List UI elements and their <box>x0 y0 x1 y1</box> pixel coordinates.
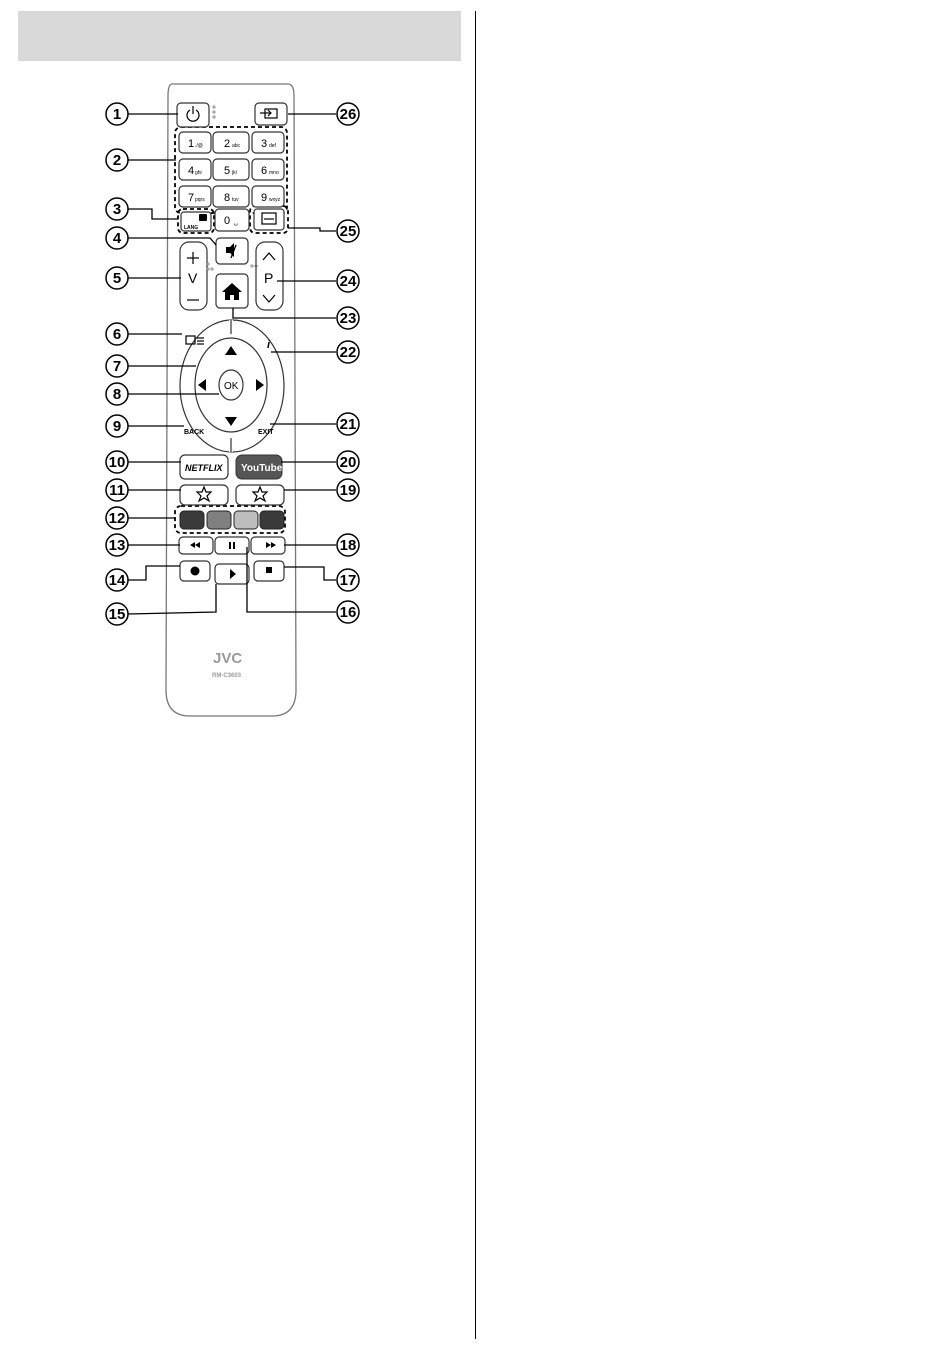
callout-12: 12 <box>106 507 128 529</box>
svg-text:9: 9 <box>113 418 121 435</box>
letters-label: mno <box>269 170 279 176</box>
callout-9: 9 <box>106 415 128 437</box>
callout-2: 2 <box>106 149 128 171</box>
letters-label: def <box>269 143 277 149</box>
callout-23: 23 <box>337 307 359 329</box>
key-0[interactable] <box>215 209 249 231</box>
callout-17: 17 <box>337 569 359 591</box>
key-8[interactable] <box>213 186 249 207</box>
svg-text:18: 18 <box>340 537 357 554</box>
key-5[interactable] <box>213 159 249 180</box>
digit-label: 1 <box>188 138 194 150</box>
svg-text:14: 14 <box>109 572 126 589</box>
svg-text:17: 17 <box>340 572 357 589</box>
digit-label: 5 <box>224 165 230 177</box>
letters-label: jkl <box>231 170 237 176</box>
letters-label: tuv <box>232 197 239 203</box>
digit-label: 0 <box>224 215 230 227</box>
svg-text:12: 12 <box>109 510 126 527</box>
pause-icon <box>229 542 231 549</box>
letters-label: ./@ <box>195 143 203 149</box>
svg-text:24: 24 <box>340 273 357 290</box>
callout-11: 11 <box>106 479 128 501</box>
svg-text:1: 1 <box>113 106 121 123</box>
callout-22: 22 <box>337 341 359 363</box>
svg-text:26: 26 <box>340 106 357 123</box>
stop-icon <box>266 567 272 573</box>
record-icon <box>191 567 200 576</box>
callout-21: 21 <box>337 413 359 435</box>
svg-text:23: 23 <box>340 310 357 327</box>
key-2[interactable] <box>213 132 249 153</box>
digit-label: 9 <box>261 192 267 204</box>
callout-1: 1 <box>106 103 128 125</box>
letters-label: abc <box>232 143 241 149</box>
netflix-label: NETFLIX <box>185 463 223 473</box>
letters-label: ghi <box>195 170 202 176</box>
digit-label: 8 <box>224 192 230 204</box>
digit-label: 7 <box>188 192 194 204</box>
color-key-red[interactable] <box>180 511 204 529</box>
brand-logo: JVC <box>213 650 242 667</box>
svg-text:25: 25 <box>340 223 357 240</box>
color-key-yellow[interactable] <box>234 511 258 529</box>
callout-20: 20 <box>337 451 359 473</box>
letters-label: pqrs <box>195 197 205 203</box>
svg-text:11: 11 <box>109 482 125 499</box>
callout-15: 15 <box>106 603 128 625</box>
callout-13: 13 <box>106 534 128 556</box>
callout-7: 7 <box>106 355 128 377</box>
back-label: BACK <box>184 429 204 436</box>
svg-text:10: 10 <box>109 454 126 471</box>
callout-3: 3 <box>106 198 128 220</box>
callout-24: 24 <box>337 270 359 292</box>
digit-label: 2 <box>224 138 230 150</box>
svg-text:15: 15 <box>109 606 126 623</box>
lang-label: LANG <box>184 225 198 231</box>
svg-text:7: 7 <box>113 358 121 375</box>
callout-19: 19 <box>337 479 359 501</box>
callout-14: 14 <box>106 569 128 591</box>
callout-10: 10 <box>106 451 128 473</box>
letters-label: wxyz <box>269 197 281 203</box>
callout-26: 26 <box>337 103 359 125</box>
ok-label: OK <box>224 381 239 392</box>
svg-text:20: 20 <box>340 454 357 471</box>
color-key-blue[interactable] <box>260 511 284 529</box>
digit-label: 6 <box>261 165 267 177</box>
callout-16: 16 <box>337 601 359 623</box>
svg-text:3: 3 <box>113 201 121 218</box>
svg-text:2: 2 <box>113 152 121 169</box>
digit-label: 3 <box>261 138 267 150</box>
volume-label: V <box>188 270 198 286</box>
letters-label: ␣ <box>234 220 238 226</box>
callout-5: 5 <box>106 267 128 289</box>
svg-text:6: 6 <box>113 326 121 343</box>
digit-label: 4 <box>188 165 194 177</box>
callout-18: 18 <box>337 534 359 556</box>
svg-text:22: 22 <box>340 344 357 361</box>
model-label: RM-C3603 <box>212 673 242 679</box>
svg-text:19: 19 <box>340 482 357 499</box>
callout-4: 4 <box>106 227 128 249</box>
youtube-label: YouTube <box>241 463 283 474</box>
key-3[interactable] <box>252 132 284 153</box>
svg-text:4: 4 <box>113 230 122 247</box>
programme-label: P <box>264 270 273 286</box>
exit-label: EXIT <box>258 429 274 436</box>
color-key-green[interactable] <box>207 511 231 529</box>
speech-bubble-icon <box>199 214 207 221</box>
svg-text:8: 8 <box>113 386 121 403</box>
callout-8: 8 <box>106 383 128 405</box>
pause-button[interactable] <box>215 537 249 554</box>
svg-text:16: 16 <box>340 604 357 621</box>
callout-25: 25 <box>337 220 359 242</box>
svg-text:5: 5 <box>113 270 121 287</box>
callout-6: 6 <box>106 323 128 345</box>
svg-text:13: 13 <box>109 537 126 554</box>
source-button[interactable] <box>255 103 287 125</box>
svg-text:21: 21 <box>340 416 357 433</box>
key-6[interactable] <box>252 159 284 180</box>
